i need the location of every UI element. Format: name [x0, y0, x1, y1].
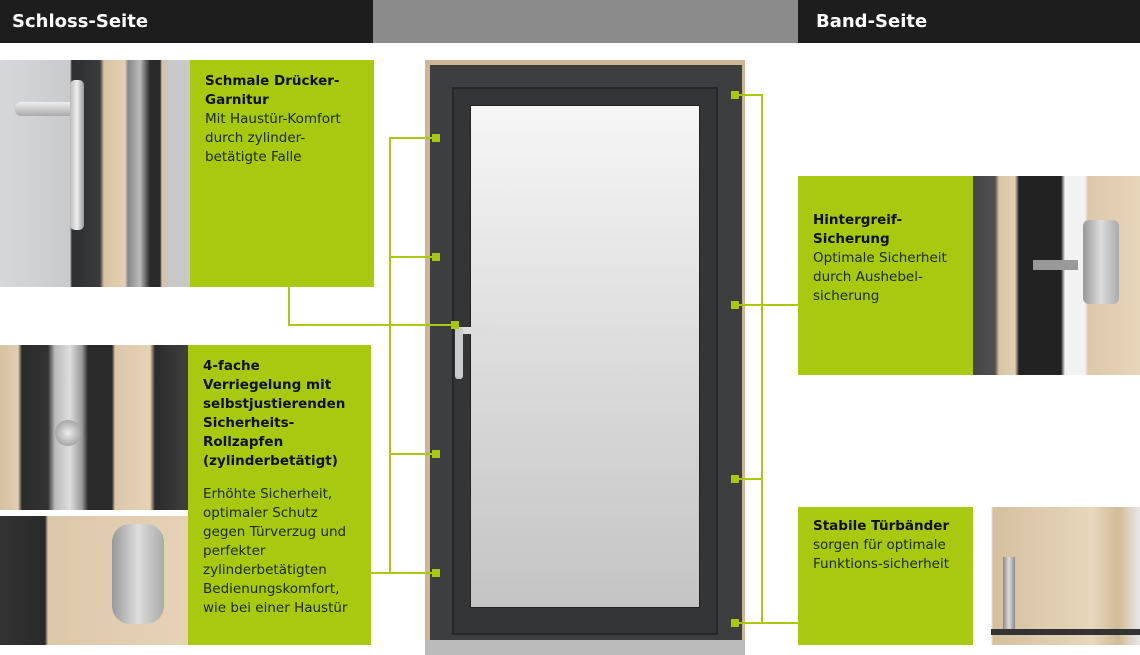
- marker: [432, 134, 440, 142]
- callout-text: sorgen für optimale Funktions-sicherheit: [813, 537, 950, 572]
- marker: [432, 569, 440, 577]
- door-glass: [470, 105, 700, 608]
- door-threshold: [425, 640, 745, 655]
- marker: [451, 321, 459, 329]
- marker: [432, 253, 440, 261]
- header-left: Schloss-Seite: [0, 0, 373, 43]
- locking-photo: [0, 345, 188, 510]
- striker-plate-image: [112, 524, 164, 624]
- callout-title: Hintergreif-Sicherung: [813, 212, 903, 247]
- striker-photo: [0, 516, 188, 645]
- header-middle: [373, 0, 798, 43]
- callout-hinges: Stabile Türbänder sorgen für optimale Fu…: [798, 507, 973, 645]
- hinge-guard-plate-image: [1083, 220, 1119, 304]
- callout-text: Mit Haustür-Komfort durch zylinder-betät…: [205, 111, 341, 165]
- roller-pin-image: [55, 420, 81, 446]
- callout-title: 4-fache Verriegelung mit selbstjustieren…: [203, 358, 346, 469]
- marker: [731, 301, 739, 309]
- marker: [432, 450, 440, 458]
- handle-photo: [0, 60, 190, 287]
- door-handle: [455, 327, 492, 334]
- header-right: Band-Seite: [798, 0, 1140, 43]
- callout-locking: 4-fache Verriegelung mit selbstjustieren…: [188, 345, 371, 645]
- marker: [731, 619, 739, 627]
- door-handle-plate: [455, 327, 463, 379]
- callout-title: Schmale Drücker-Garnitur: [205, 73, 340, 108]
- callout-text: Erhöhte Sicherheit, optimaler Schutz geg…: [203, 486, 348, 616]
- callout-handle: Schmale Drücker-Garnitur Mit Haustür-Kom…: [190, 60, 374, 287]
- door-handle-image: [15, 102, 77, 116]
- hinge-photo: [973, 507, 1140, 645]
- callout-title: Stabile Türbänder: [813, 518, 950, 534]
- callout-text: Optimale Sicherheit durch Aushebel-siche…: [813, 250, 947, 304]
- marker: [731, 475, 739, 483]
- callout-hinge-guard: Hintergreif-Sicherung Optimale Sicherhei…: [798, 176, 973, 375]
- hinge-guard-photo: [973, 176, 1140, 375]
- hinge-image: [1003, 557, 1015, 632]
- marker: [731, 91, 739, 99]
